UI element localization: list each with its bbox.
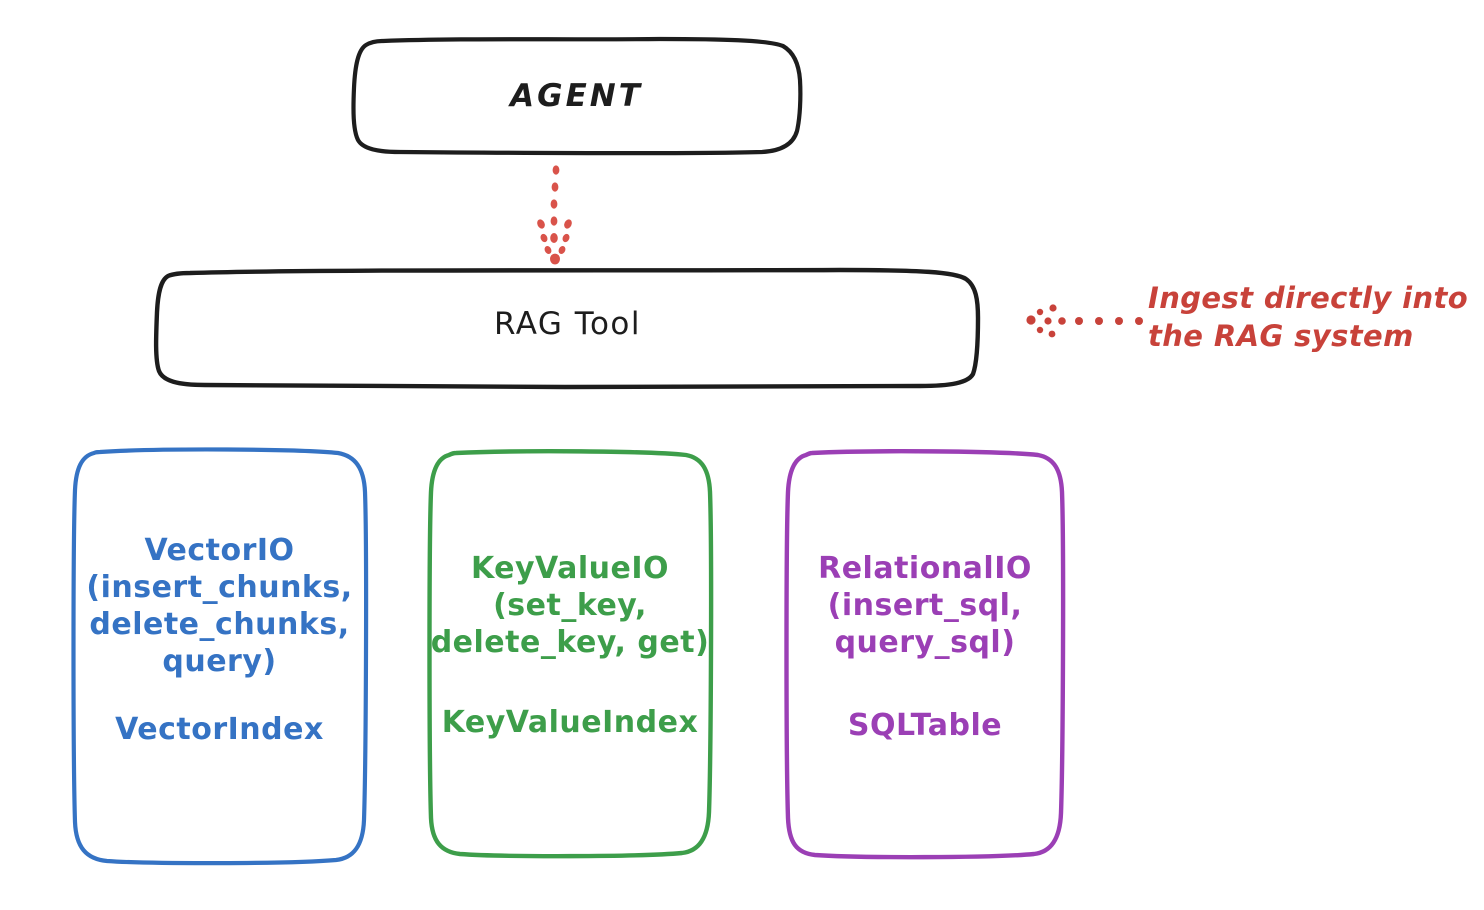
agent-label: AGENT xyxy=(510,78,643,114)
ingest-annotation: Ingest directly into the RAG system xyxy=(1148,281,1469,353)
key-value-index-label: KeyValueIndex xyxy=(441,705,699,740)
key-value-io-api-label: KeyValueIO (set_key, delete_key, get) xyxy=(430,551,710,660)
agent-to-rag-arrow xyxy=(537,165,572,265)
rag-tool-label: RAG Tool xyxy=(493,306,642,342)
note-to-rag-arrow xyxy=(1026,304,1143,338)
sql-table-label: SQLTable xyxy=(847,708,1003,743)
vector-index-label: VectorIndex xyxy=(115,712,324,747)
vector-io-api-label: VectorIO (insert_chunks, delete_chunks, … xyxy=(86,533,353,679)
relational-io-api-label: RelationalIO (insert_sql, query_sql) xyxy=(818,551,1032,660)
